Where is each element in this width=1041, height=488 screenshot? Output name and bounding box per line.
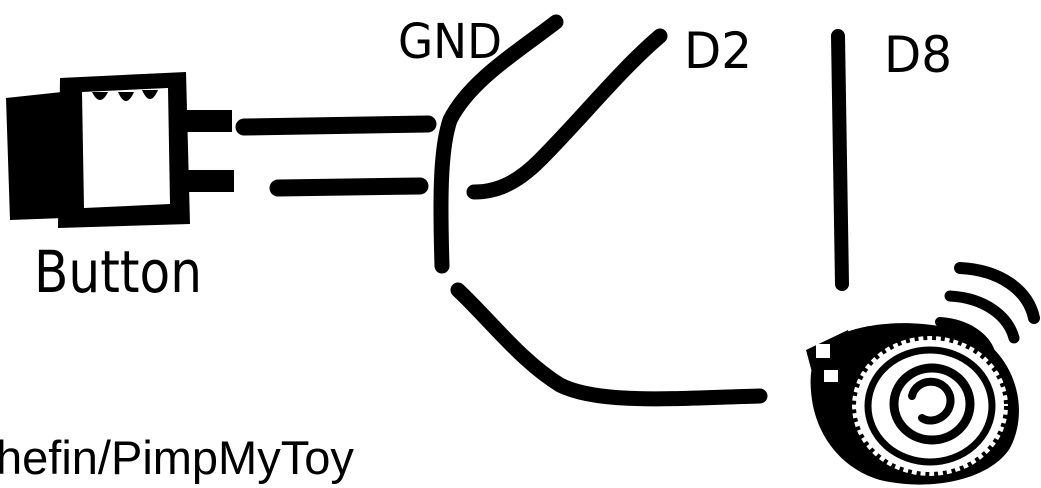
wire-d2 — [466, 28, 668, 200]
label-gnd: GND — [398, 14, 502, 70]
wire-gnd — [433, 14, 564, 274]
piezo-buzzer-icon — [806, 262, 1040, 485]
wire-button-top — [235, 115, 437, 136]
label-button: Button — [34, 238, 202, 306]
label-d8: D8 — [884, 26, 952, 84]
footer-credit: hefin/PimpMyToy — [0, 431, 354, 484]
wire-d8 — [831, 29, 849, 291]
wires — [235, 14, 849, 407]
wire-gnd-to-buzzer — [450, 282, 768, 407]
wire-button-bottom — [269, 177, 429, 197]
push-button-icon — [6, 72, 234, 228]
label-d2: D2 — [684, 22, 752, 80]
